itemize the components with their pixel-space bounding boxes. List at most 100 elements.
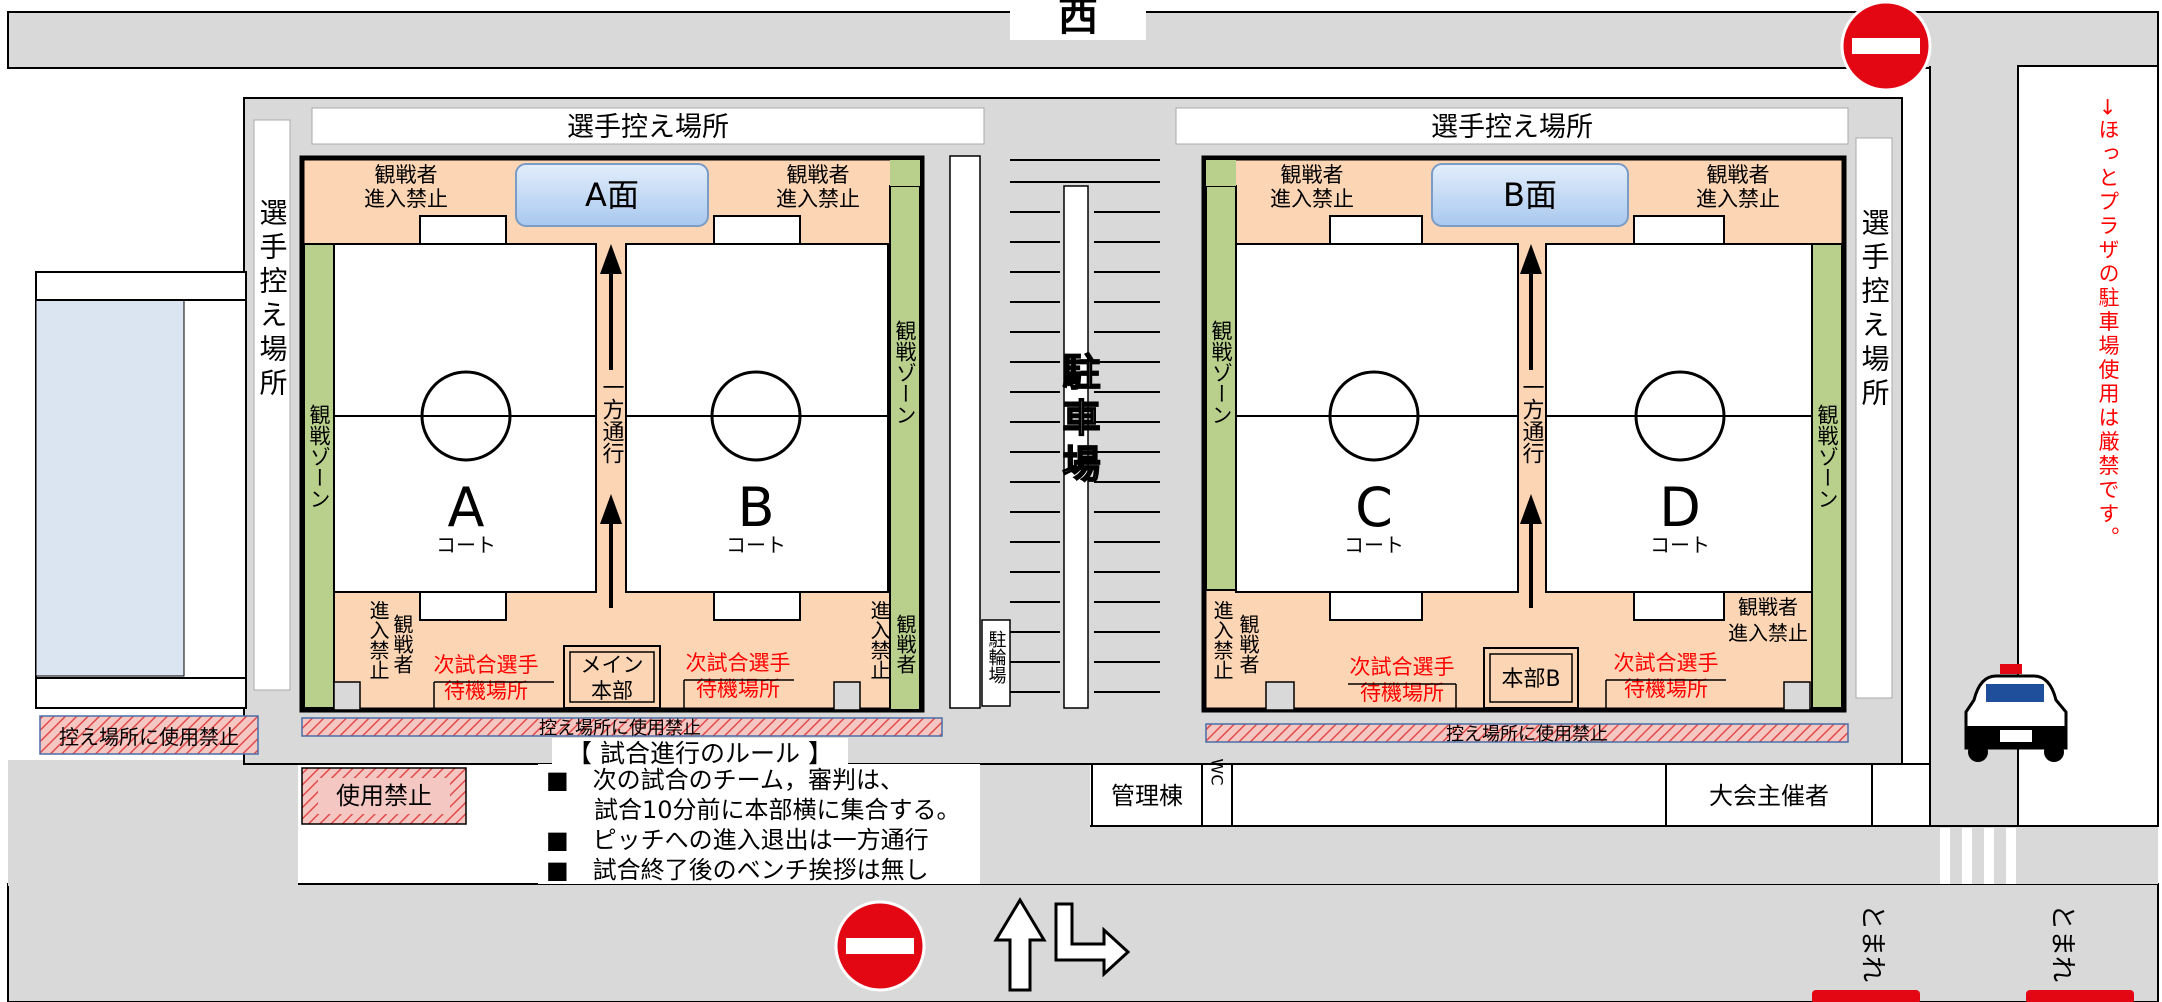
wc-label: WC bbox=[1208, 759, 1227, 786]
stop-label-right: とまれ bbox=[2047, 904, 2077, 982]
road-center-gap bbox=[980, 760, 1090, 884]
rule-2: ■ ピッチへの進入退出は一方通行 bbox=[546, 826, 929, 854]
field-face-b: C コート D コート B面 観戦者 進入禁止 観戦者 進入禁止 観戦ゾーン 観… bbox=[1201, 155, 1847, 713]
next-players-b-right-2: 待機場所 bbox=[1624, 677, 1708, 701]
no-entry-b-br-2: 進入禁止 bbox=[1728, 621, 1808, 645]
rule-3: ■ 試合終了後のベンチ挨拶は無し bbox=[546, 856, 929, 884]
no-entry-b-bl-1: 観戦者 bbox=[1236, 614, 1260, 674]
no-entry-a-tr-1: 観戦者 bbox=[787, 163, 850, 187]
next-players-a-right-1: 次試合選手 bbox=[686, 651, 791, 675]
no-entry-b-br-1: 観戦者 bbox=[1738, 595, 1798, 619]
main-hq-label-2: 本部 bbox=[591, 679, 633, 703]
spectator-zone-a-left-label: 観戦ゾーン bbox=[307, 404, 331, 509]
court-d bbox=[1545, 243, 1813, 593]
court-d-letter: D bbox=[1659, 476, 1701, 539]
waiting-area-top-right-label: 選手控え場所 bbox=[1431, 112, 1593, 143]
no-use-strip-left: 控え場所に使用禁止 bbox=[39, 715, 259, 755]
spectator-zone-a-left bbox=[303, 243, 335, 709]
parking-lot: 駐車場 駐輪場 bbox=[949, 155, 1160, 709]
next-players-a-left-1: 次試合選手 bbox=[434, 653, 539, 677]
no-entry-b-tl-2: 進入禁止 bbox=[1270, 187, 1354, 211]
waiting-area-top-right bbox=[1175, 107, 1849, 145]
rule-1a: ■ 次の試合のチーム，審判は、 bbox=[546, 766, 904, 794]
rules-title: 【 試合進行のルール 】 bbox=[567, 739, 833, 768]
one-way-a-label: 一方通行 bbox=[599, 376, 625, 464]
next-players-a-left-2: 待機場所 bbox=[444, 679, 528, 703]
no-entry-a-bl-1: 観戦者 bbox=[390, 614, 414, 674]
face-b-label: B面 bbox=[1503, 176, 1557, 214]
no-entry-b-bl-2: 進入禁止 bbox=[1210, 600, 1234, 680]
no-entry-sign-icon bbox=[834, 900, 926, 992]
waiting-area-right bbox=[1855, 137, 1893, 699]
court-b bbox=[625, 243, 889, 593]
crosswalk bbox=[1940, 828, 2016, 884]
face-b-label-box bbox=[1431, 163, 1629, 227]
no-entry-a-br-2: 進入禁止 bbox=[867, 600, 891, 680]
court-a bbox=[333, 243, 597, 593]
no-entry-a-tl-2: 進入禁止 bbox=[364, 187, 448, 211]
spectator-zone-b-left-label: 観戦ゾーン bbox=[1209, 320, 1233, 425]
bicycle-parking-label: 駐輪場 bbox=[986, 630, 1007, 685]
rules-panel: 【 試合進行のルール 】 ■ 次の試合のチーム，審判は、 試合10分前に本部横に… bbox=[538, 738, 980, 884]
waiting-area-right-label: 選手控え場所 bbox=[1858, 208, 1891, 412]
next-players-b-left-1: 次試合選手 bbox=[1350, 655, 1455, 679]
no-use-box: 使用禁止 bbox=[301, 767, 467, 825]
court-b-word: コート bbox=[726, 533, 786, 557]
road-lower-left bbox=[8, 760, 298, 886]
field-face-a: A コート B コート A面 観戦者 進入禁止 観戦者 進入禁止 観戦ゾーン 観… bbox=[299, 155, 925, 713]
spectator-zone-b-right bbox=[1811, 243, 1843, 709]
court-c-letter: C bbox=[1355, 476, 1393, 539]
court-a-word: コート bbox=[436, 533, 496, 557]
face-a-label: A面 bbox=[585, 176, 639, 214]
next-players-a-right-2: 待機場所 bbox=[696, 677, 780, 701]
spectator-zone-a-right-label: 観戦ゾーン bbox=[893, 320, 917, 425]
management-row: 管理棟 WC 大会主催者 bbox=[1091, 759, 1931, 827]
u-turn-arrow-icon bbox=[993, 897, 1047, 992]
spectator-zone-b-left bbox=[1205, 185, 1237, 591]
no-entry-b-tl-1: 観戦者 bbox=[1281, 163, 1344, 187]
main-hq-label-1: メイン bbox=[581, 653, 644, 677]
waiting-area-left bbox=[253, 119, 291, 691]
next-players-b-right-1: 次試合選手 bbox=[1614, 651, 1719, 675]
rule-1b: 試合10分前に本部横に集合する。 bbox=[546, 796, 961, 824]
court-c-word: コート bbox=[1344, 533, 1404, 557]
stop-marking-left: とまれ bbox=[1812, 904, 1920, 1002]
no-use-strip-a-label: 控え場所に使用禁止 bbox=[539, 718, 701, 739]
next-players-b-left-2: 待機場所 bbox=[1360, 681, 1444, 705]
no-entry-a-br-1: 観戦者 bbox=[893, 614, 917, 674]
no-entry-a-bl-2: 進入禁止 bbox=[366, 600, 390, 680]
up-arrow-icon bbox=[1520, 244, 1542, 608]
no-use-label: 使用禁止 bbox=[336, 782, 432, 810]
parking-label: 駐車場 bbox=[1056, 352, 1100, 490]
no-use-strip-b: 控え場所に使用禁止 bbox=[1205, 723, 1849, 745]
up-arrow-icon bbox=[600, 244, 622, 608]
hq-b-label: 本部B bbox=[1501, 667, 1560, 692]
no-entry-sign-icon bbox=[1840, 0, 1932, 92]
no-entry-b-tr-1: 観戦者 bbox=[1707, 163, 1770, 187]
spectator-zone-b-right-label: 観戦ゾーン bbox=[1815, 404, 1839, 509]
no-entry-a-tr-2: 進入禁止 bbox=[776, 187, 860, 211]
court-a-letter: A bbox=[448, 476, 485, 539]
organizer-label: 大会主催者 bbox=[1709, 782, 1829, 810]
bicycle-parking bbox=[981, 619, 1011, 707]
one-way-b-label: 一方通行 bbox=[1519, 376, 1545, 464]
hq-b-box bbox=[1483, 647, 1579, 709]
spectator-zone-a-right bbox=[889, 185, 921, 711]
waiting-area-top-left bbox=[311, 107, 985, 145]
stop-marking-right: とまれ bbox=[2026, 904, 2134, 1002]
right-turn-arrow-icon bbox=[1054, 902, 1131, 978]
police-car-icon bbox=[1964, 664, 2068, 762]
stop-label-left: とまれ bbox=[1857, 904, 1887, 982]
no-entry-b-tr-2: 進入禁止 bbox=[1696, 187, 1780, 211]
no-entry-a-tl-1: 観戦者 bbox=[375, 163, 438, 187]
court-d-word: コート bbox=[1650, 533, 1710, 557]
waiting-area-top-left-label: 選手控え場所 bbox=[567, 112, 729, 143]
waiting-area-left-label: 選手控え場所 bbox=[256, 198, 289, 402]
court-b-letter: B bbox=[737, 476, 774, 539]
notice-label: →ほっとプラザの駐車場使用は厳禁です。 bbox=[2096, 98, 2120, 551]
no-use-strip-a: 控え場所に使用禁止 bbox=[301, 717, 943, 739]
face-a-label-box bbox=[515, 163, 709, 227]
main-hq-box bbox=[563, 645, 661, 709]
management-bldg-label: 管理棟 bbox=[1111, 782, 1183, 810]
